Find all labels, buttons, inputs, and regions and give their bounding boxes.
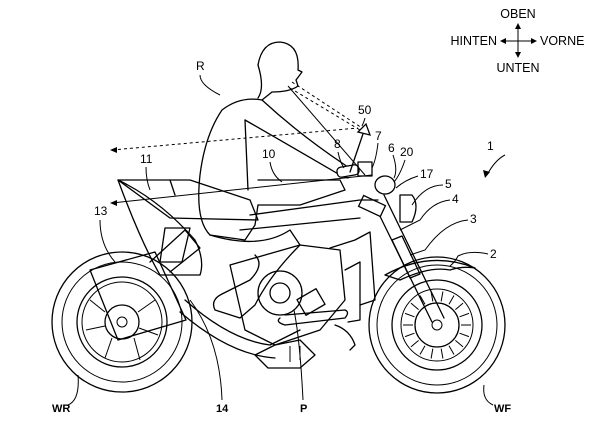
disc-slot [440,348,444,359]
headlight [399,194,417,223]
disc-slot [419,295,426,305]
label-11: 11 [140,152,153,166]
label-2: 2 [490,247,497,261]
disc-slot [448,295,455,305]
motorcycle-body [89,179,379,369]
rear-spokes [85,299,159,361]
disc-slot [440,291,444,302]
label-13: 13 [94,204,108,218]
label-20: 20 [400,145,414,159]
label-3: 3 [470,212,477,226]
disc-slot [459,332,470,338]
sight-lines [110,81,373,206]
label-17: 17 [420,167,434,181]
display-50 [356,122,372,136]
label-4: 4 [452,192,459,206]
label-6: 6 [388,141,395,155]
instrument-cluster [374,175,396,195]
direction-front-label: VORNE [540,34,584,48]
disc-slot [448,345,455,355]
rear-wheel [51,251,193,393]
disc-slot [419,345,426,355]
disc-slot [455,340,464,348]
disc-slot [430,348,434,359]
rider [198,41,356,319]
label-14: 14 [216,403,229,415]
reference-labels: 1 2 3 4 5 6 7 8 10 11 13 20 17 50 R 14 P… [52,59,511,415]
handlebar [336,122,373,178]
label-P: P [300,403,307,415]
label-7: 7 [375,129,382,143]
cross-arrows-icon [500,23,537,58]
label-10: 10 [262,147,276,161]
label-8: 8 [334,137,341,151]
disc-slot [455,302,464,310]
label-WF: WF [494,403,511,415]
direction-indicator: OBEN UNTEN HINTEN VORNE [450,7,584,75]
label-5: 5 [445,177,452,191]
disc-slot [459,312,470,318]
front-disc-slots [403,291,471,359]
disc-slot [410,340,419,348]
disc-slot [410,302,419,310]
disc-slot [404,332,415,338]
front-wheel [368,256,506,394]
front-fender [384,259,476,281]
front-fork [357,194,445,323]
label-R: R [196,59,205,73]
label-50: 50 [358,103,372,117]
label-WR: WR [52,403,70,415]
direction-down-label: UNTEN [496,61,539,75]
disc-slot [404,312,415,318]
direction-back-label: HINTEN [450,34,497,48]
direction-up-label: OBEN [500,7,535,21]
label-1: 1 [487,139,494,153]
